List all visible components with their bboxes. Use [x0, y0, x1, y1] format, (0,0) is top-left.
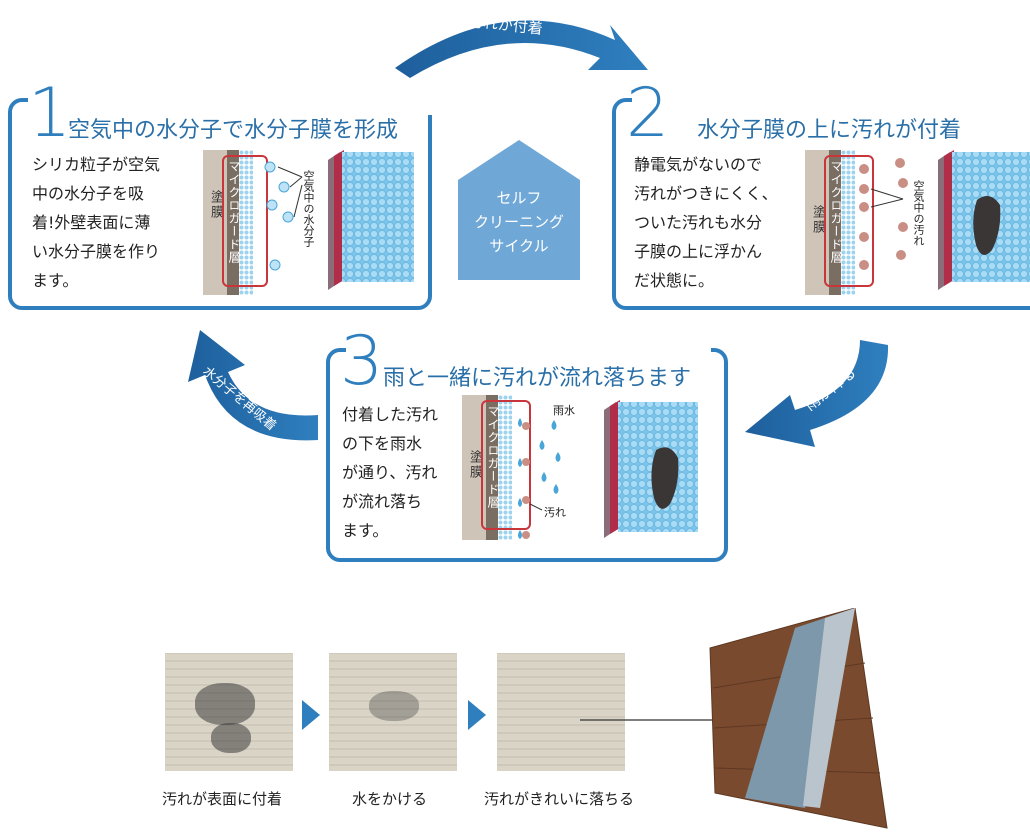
rain-drop: [518, 418, 522, 427]
step-2-line: 汚れがつきにくく、: [634, 184, 778, 203]
step-2-line: 静電気がないので: [634, 155, 763, 174]
step-1-head-gap: [28, 85, 436, 115]
step-2-block: [938, 150, 1030, 290]
step-1-bubbles: [239, 150, 253, 295]
step-3-rain-label: 雨水: [553, 404, 575, 417]
next-arrow-1: [302, 700, 320, 730]
step-1-text: シリカ粒子が空気 中の水分子を吸 着!外壁表面に薄 い水分子膜を作り ます。: [32, 150, 200, 295]
center-house: [458, 140, 580, 280]
rain-drop: [539, 440, 545, 450]
photo-caption-2: 水をかける: [352, 790, 428, 808]
step-2-number: 2: [626, 74, 670, 153]
step-1-line: ます。: [32, 271, 79, 290]
step-3-title: 雨と一緒に汚れが流れ落ちます: [383, 366, 692, 391]
step-2-text: 静電気がないので 汚れがつきにくく、 ついた汚れも水分 子膜の上に浮かん だ状態…: [634, 150, 804, 295]
right-arrow-shape: [745, 340, 889, 447]
rain-drop: [518, 498, 522, 507]
rain-drop: [518, 530, 522, 539]
water-molecule: [264, 161, 276, 173]
rain-drop: [555, 452, 561, 462]
step-3-line: 付着した汚れ: [342, 405, 439, 424]
step-1-block: [328, 150, 414, 290]
dirt-particle: [859, 202, 869, 212]
dirt-particle: [859, 164, 869, 174]
step-2-wall-label: 塗膜: [810, 205, 825, 235]
dirt-particle: [859, 184, 869, 194]
center-line-2: クリーニング: [473, 213, 564, 231]
top-arrow-shape: [395, 20, 648, 78]
step-2-note: 空気中の汚れ: [912, 180, 925, 246]
dirt-particle: [898, 178, 908, 188]
step-3-layer-label: マイクロガード層: [486, 405, 500, 509]
step-2-dirt: [859, 158, 908, 270]
step-3-layer-outline: [481, 400, 531, 530]
photo-caption-3: 汚れがきれいに落ちる: [484, 790, 635, 808]
photo-dirty: [165, 653, 293, 771]
dirt-particle: [898, 222, 908, 232]
dirt-particle: [522, 422, 530, 430]
dirt-particle: [859, 260, 869, 270]
center-line-1: セルフ: [496, 189, 542, 207]
rain-drop: [553, 484, 559, 494]
step-2-line: 子膜の上に浮かん: [634, 242, 763, 261]
step-2-line: ついた汚れも水分: [634, 213, 763, 232]
step-3-dirt-label: 汚れ: [544, 506, 566, 519]
step-3-head-gap: [346, 335, 711, 365]
dirt-particle: [895, 158, 905, 168]
step-3-text: 付着した汚れ の下を雨水 が通り、汚れ が流れ落ち ます。: [342, 400, 460, 545]
rain-drop: [541, 472, 547, 482]
step-1-line: 着!外壁表面に薄: [32, 213, 151, 232]
step-3-line: が通り、汚れ: [342, 463, 438, 482]
water-molecule: [278, 181, 290, 193]
step-1-line: 中の水分子を吸: [32, 184, 145, 203]
step-1-title: 空気中の水分子で水分子膜を形成: [68, 118, 399, 143]
rain-drop: [518, 458, 522, 467]
photo-caption-1: 汚れが表面に付着: [162, 790, 283, 808]
step-1-line: い水分子膜を作り: [32, 242, 161, 261]
step-3-line: が流れ落ち: [342, 492, 423, 511]
step-1-molecules: [264, 161, 303, 271]
photo-clean: [497, 653, 625, 771]
step-1-note: 空気中の水分子: [302, 170, 315, 247]
water-molecule: [282, 211, 294, 223]
wall-panel-image: [709, 608, 888, 829]
step-2-bubbles: [841, 150, 855, 295]
step-1-layer-outline: [222, 155, 268, 287]
step-1-layer-label: マイクロガード層: [227, 160, 241, 264]
step-1-line: シリカ粒子が空気: [32, 155, 161, 174]
step-3-layer: [486, 395, 498, 540]
center-line-3: サイクル: [489, 237, 549, 255]
step-1-number: 1: [28, 74, 72, 153]
left-arrow-shape: [188, 330, 318, 441]
step-1-layer: [227, 150, 239, 295]
step-3-line: の下を雨水: [342, 434, 423, 453]
dirt-particle: [522, 458, 530, 466]
dirt-particle: [522, 496, 530, 504]
step-2-line: だ状態に。: [634, 271, 715, 290]
photo-water: [329, 653, 457, 771]
step-3-number: 3: [340, 322, 384, 401]
cycle-arrows: [188, 20, 889, 447]
next-arrow-2: [468, 700, 486, 730]
step-2-layer-label: マイクロガード層: [829, 160, 843, 264]
rain-drop: [551, 420, 557, 430]
step-3-wall-label: 塗膜: [467, 450, 482, 480]
water-molecule: [266, 199, 278, 211]
step-3-line: ます。: [342, 521, 389, 540]
step-3-block: [604, 400, 698, 538]
step-3-bubbles: [498, 395, 512, 540]
dirt-particle: [522, 531, 530, 539]
dirt-particle: [896, 250, 906, 260]
dirt-particle: [859, 232, 869, 242]
water-molecule: [269, 259, 281, 271]
step-2-layer-outline: [824, 155, 874, 287]
step-2-head-gap: [632, 85, 1030, 115]
step-3-rain: [518, 418, 561, 539]
step-2-title: 水分子膜の上に汚れが付着: [697, 118, 962, 143]
step-2-layer: [829, 150, 841, 295]
center-label: セルフ クリーニング サイクル: [458, 186, 580, 258]
step-1-wall-label: 塗膜: [208, 190, 223, 220]
